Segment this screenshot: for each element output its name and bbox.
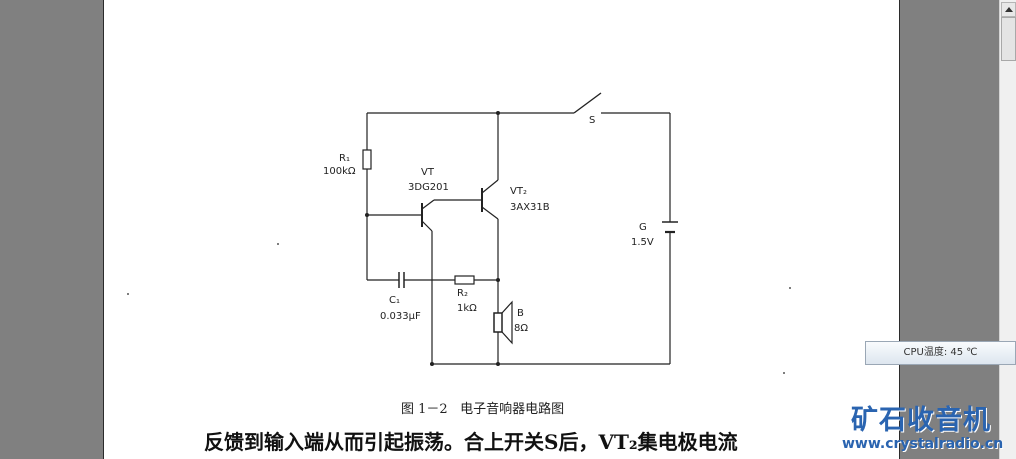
speck [789,287,791,289]
watermark-url: www.crystalradio.cn [842,436,1004,452]
r2-value: 1kΩ [457,303,477,314]
vt1-name: VT [421,167,435,178]
speaker-value: 8Ω [514,323,528,334]
circuit-diagram: S R₁ 100kΩ VT 3DG201 VT₂ 3AX31B G 1.5V C… [127,92,791,374]
vt2-model: 3AX31B [510,202,550,213]
r2-resistor [454,275,475,285]
c1-value: 0.033μF [380,311,421,322]
r2-name: R₂ [457,288,468,299]
scroll-thumb[interactable] [1001,17,1016,61]
watermark-title: 矿石收音机 [851,405,991,436]
vt2-collector [481,206,499,220]
speck [277,243,279,245]
speaker-name: B [517,308,524,319]
junction-dot [430,362,434,366]
switch-label: S [589,115,595,126]
r1-resistor [362,149,372,170]
scroll-up-button[interactable] [1001,2,1016,17]
junction-dot [496,362,500,366]
junction-dot [496,278,500,282]
r1-value: 100kΩ [323,166,356,177]
figure-caption: 图 1－2 电子音响器电路图 [401,402,565,417]
r1-name: R₁ [339,153,350,164]
vt1-model: 3DG201 [408,182,449,193]
speaker-b [493,312,503,333]
body-text-line: 反馈到输入端从而引起振荡。合上开关S后，VT₂集电极电流 [204,430,738,454]
battery-value: 1.5V [631,237,654,248]
vt2-name: VT₂ [510,186,527,197]
battery-name: G [639,222,647,233]
vt1-emitter [421,220,433,232]
document-page: S R₁ 100kΩ VT 3DG201 VT₂ 3AX31B G 1.5V C… [103,0,900,459]
speaker-cone [501,300,513,345]
c1-name: C₁ [389,295,400,306]
vt1-collector [421,199,435,210]
vertical-scrollbar[interactable] [999,0,1016,459]
speck [127,293,129,295]
cpu-temperature-tooltip: CPU温度: 45 ℃ [865,341,1016,365]
up-arrow-icon [1005,7,1013,12]
junction-dot [496,111,500,115]
switch-s [573,92,602,114]
junction-dot [365,213,369,217]
speck [783,372,785,374]
vt2-emitter [481,179,499,194]
